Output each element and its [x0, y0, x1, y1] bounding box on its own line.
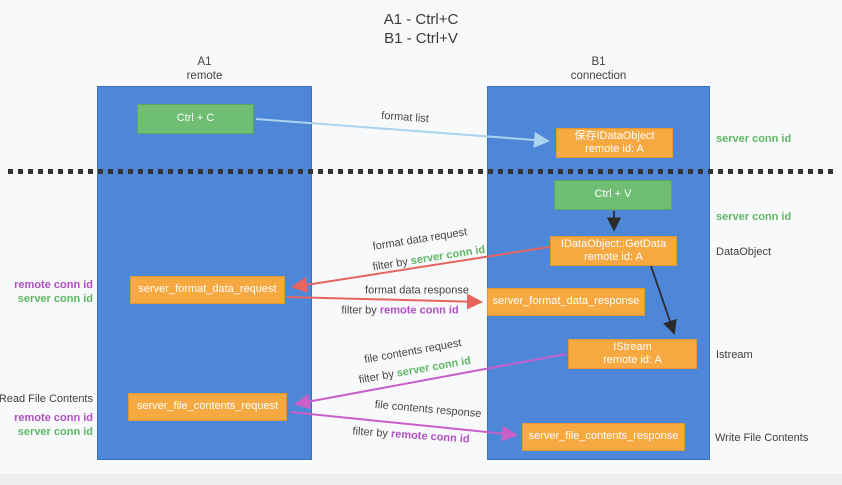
diagram-title: A1 - Ctrl+C B1 - Ctrl+V [0, 10, 842, 48]
title-line-1: A1 - Ctrl+C [383, 11, 459, 28]
bottom-strip [0, 474, 842, 485]
server-format-data-response-node: server_format_data_response [487, 288, 645, 316]
right-server-conn-id-label-2: server conn id [716, 211, 792, 223]
left-server-conn-id-label-2: server conn id [17, 426, 93, 438]
left-remote-conn-id-label-1: remote conn id [14, 279, 93, 291]
server-format-data-request-node: server_format_data_request [130, 276, 285, 304]
left-server-conn-id-label-1: server conn id [17, 293, 93, 305]
file-contents-request-arrow [294, 353, 567, 410]
remote-conn-id-text: remote conn id [379, 304, 459, 317]
dataobject-side-label: DataObject [716, 246, 772, 258]
right-lane-header: B1 connection [487, 55, 710, 83]
idataobject-getdata-node: IDataObject::GetData remote id: A [550, 236, 677, 266]
format-data-response-arrow [286, 293, 483, 310]
left-lane-header: A1 remote [97, 55, 312, 83]
format-data-response-edge-label: format data response [365, 284, 469, 297]
right-lane-title: B1 [591, 56, 606, 68]
save-dataobject-label: 保存IDataObject [574, 129, 655, 142]
server-file-contents-request-label: server_file_contents_request [136, 400, 279, 413]
filter-by-text: filter by [352, 425, 392, 441]
format-data-request-arrow [291, 246, 550, 293]
left-lane-title: A1 [197, 56, 212, 68]
server-file-contents-response-label: server_file_contents_response [528, 430, 679, 443]
save-dataobject-remote-id: remote id: A [585, 143, 644, 155]
idataobject-getdata-remote-id: remote id: A [584, 251, 643, 263]
idataobject-getdata-label: IDataObject::GetData [560, 237, 667, 250]
session-divider-dotted-line [8, 169, 836, 174]
left-lane-subtitle: remote [186, 70, 223, 82]
filter-by-text: filter by [341, 304, 380, 317]
istream-side-label: Istream [716, 349, 753, 361]
write-file-contents-label: Write File Contents [715, 432, 809, 444]
server-format-data-response-label: server_format_data_response [492, 295, 640, 308]
istream-remote-id: remote id: A [603, 354, 662, 366]
save-dataobject-node: 保存IDataObject remote id: A [556, 128, 673, 158]
right-server-conn-id-label-1: server conn id [716, 133, 792, 145]
ctrl-v-label: Ctrl + V [594, 188, 632, 201]
ctrl-c-label: Ctrl + C [176, 112, 215, 125]
read-file-contents-label: Read File Contents [0, 393, 93, 405]
getdata-to-istream-arrow [650, 265, 677, 335]
istream-label: IStream [613, 340, 652, 353]
file-contents-response-arrow [289, 411, 518, 442]
left-remote-conn-id-label-2: remote conn id [14, 412, 93, 424]
format-list-arrow [255, 118, 550, 148]
ctrl-c-node: Ctrl + C [137, 104, 254, 134]
server-format-data-request-label: server_format_data_request [138, 283, 277, 296]
title-line-2: B1 - Ctrl+V [384, 30, 458, 47]
filter-by-remote-conn-id-label-1: filter by remote conn id [341, 305, 458, 318]
server-file-contents-request-node: server_file_contents_request [128, 393, 287, 421]
right-lane-subtitle: connection [570, 70, 627, 82]
istream-node: IStream remote id: A [568, 339, 697, 369]
ctrl-v-node: Ctrl + V [554, 180, 672, 210]
server-file-contents-response-node: server_file_contents_response [522, 423, 685, 451]
